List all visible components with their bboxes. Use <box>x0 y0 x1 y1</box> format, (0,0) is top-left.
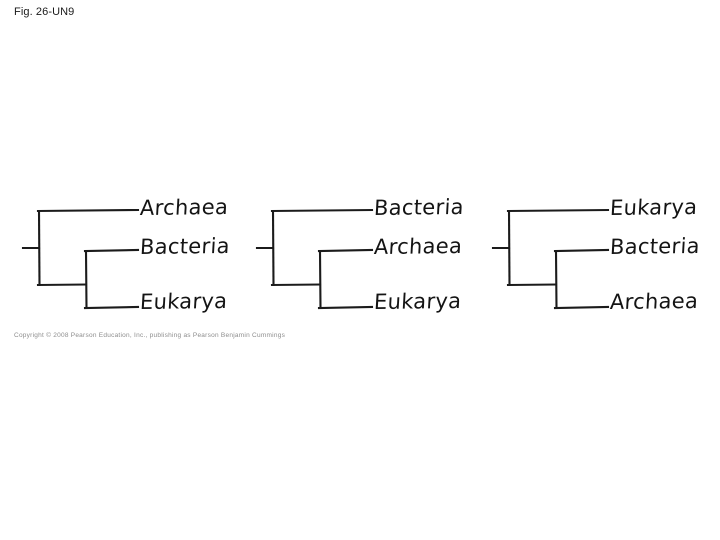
taxon-label-2-1: Bacteria <box>373 194 465 220</box>
cladogram-3: Eukarya Bacteria Archaea <box>488 180 720 330</box>
taxon-label-1-2: Bacteria <box>139 233 231 259</box>
taxon-label-2-3: Eukarya <box>373 288 463 314</box>
branch-tip-3 <box>553 305 610 310</box>
cladogram-1: Archaea Bacteria Eukarya <box>18 180 258 330</box>
page-title: Fig. 26-UN9 <box>14 6 75 18</box>
cladogram-2: Bacteria Archaea Eukarya <box>252 180 492 330</box>
inner-node-bar <box>318 249 322 310</box>
inner-node-bar <box>554 249 558 310</box>
branch-tip-2 <box>553 248 610 253</box>
root-node-bar <box>507 209 511 287</box>
cladogram-set: Archaea Bacteria Eukarya Bacteria Archae… <box>0 180 720 350</box>
branch-tip-1 <box>36 208 140 213</box>
root-node-bar <box>37 209 41 287</box>
root-node-bar <box>271 209 275 287</box>
branch-inner-node <box>506 283 558 287</box>
branch-tip-3 <box>317 305 374 310</box>
taxon-label-3-1: Eukarya <box>609 194 699 220</box>
copyright-notice: Copyright © 2008 Pearson Education, Inc.… <box>14 332 286 339</box>
cladogram-2-lines <box>255 208 374 310</box>
taxon-label-1-3: Eukarya <box>139 288 229 314</box>
branch-inner-node <box>270 283 322 287</box>
branch-tip-1 <box>270 208 374 213</box>
cladogram-3-lines <box>491 208 610 310</box>
branch-tip-3 <box>83 305 140 310</box>
branch-tip-2 <box>317 248 374 253</box>
taxon-label-3-2: Bacteria <box>609 233 701 259</box>
cladogram-1-lines <box>21 208 140 310</box>
branch-tip-1 <box>506 208 610 213</box>
taxon-label-2-2: Archaea <box>373 233 463 259</box>
taxon-label-3-3: Archaea <box>609 288 699 314</box>
taxon-label-1-1: Archaea <box>139 194 229 220</box>
branch-tip-2 <box>83 248 140 253</box>
inner-node-bar <box>84 249 88 310</box>
branch-inner-node <box>36 283 88 287</box>
